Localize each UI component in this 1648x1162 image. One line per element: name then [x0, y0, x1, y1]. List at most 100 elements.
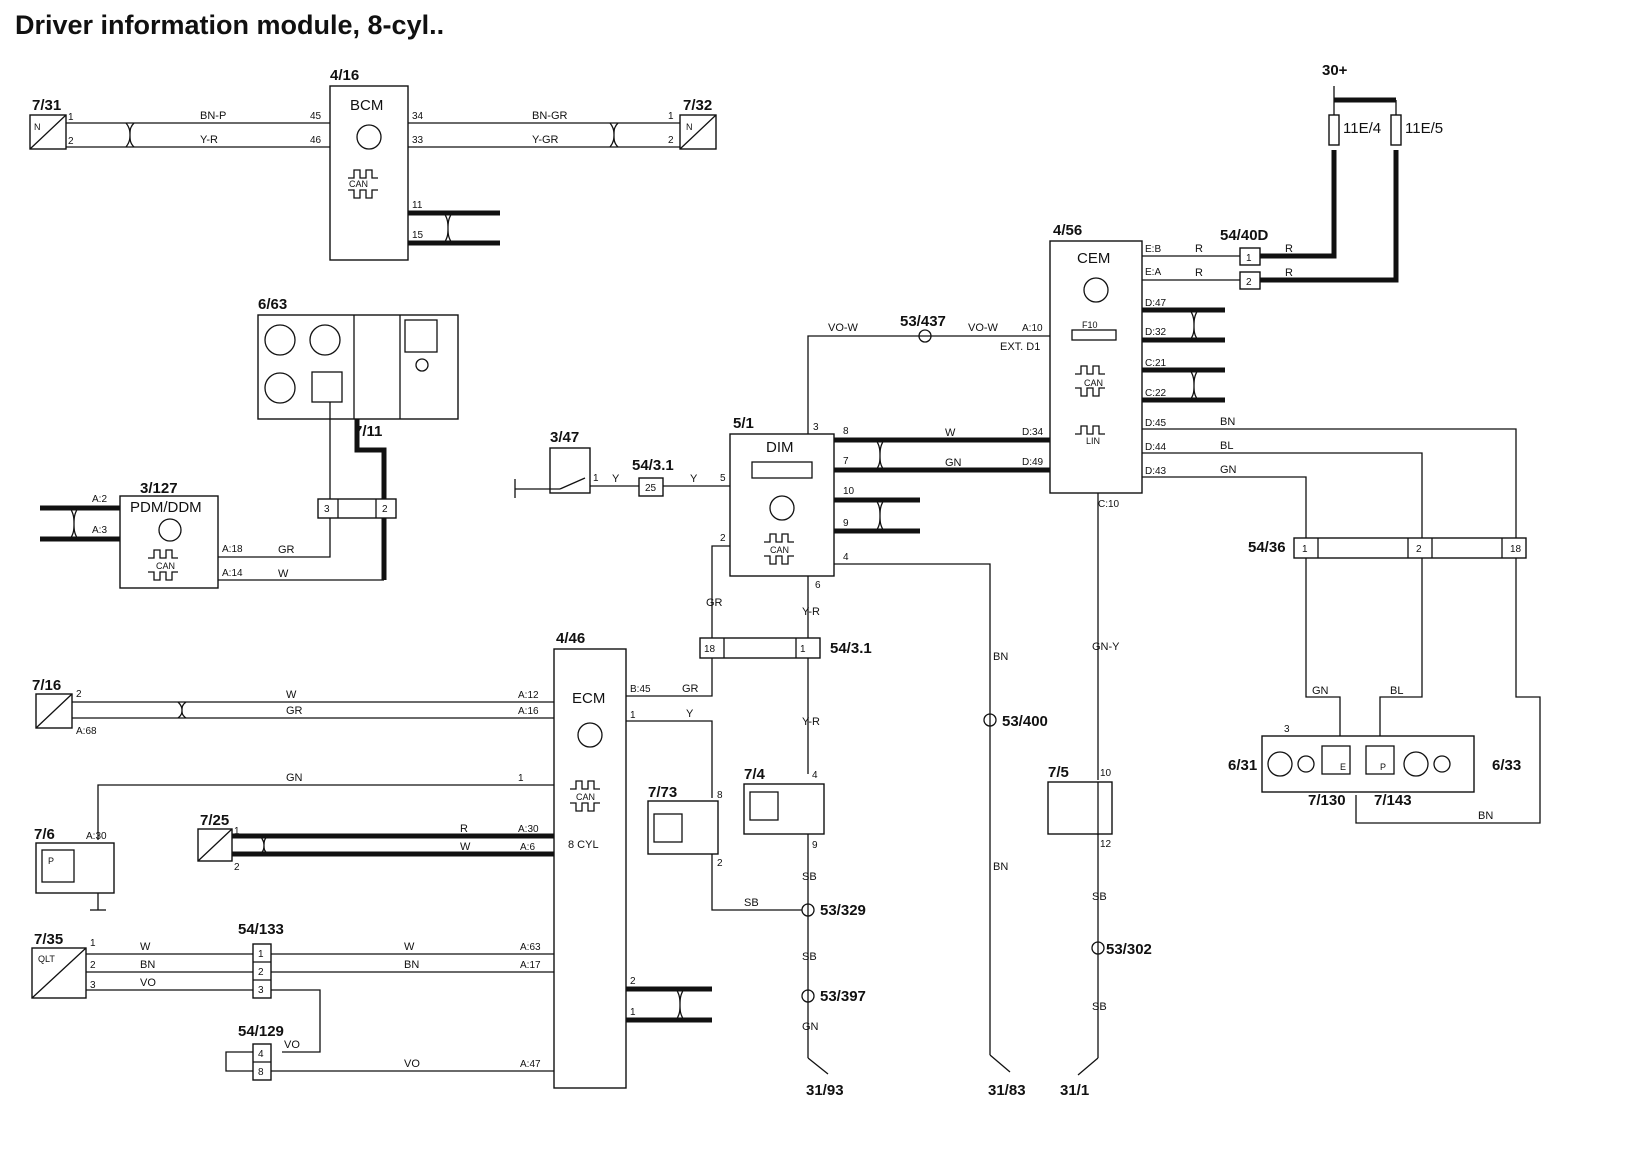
- pin: 3: [324, 504, 330, 515]
- splice-icon: [801, 989, 815, 1003]
- pin: 5: [720, 473, 726, 484]
- motor-icon: [1403, 751, 1429, 777]
- supply-label: 30+: [1322, 62, 1348, 79]
- pin: 12: [1100, 839, 1112, 850]
- label-5-1: 5/1: [733, 415, 754, 432]
- wire-label: R: [1285, 243, 1293, 255]
- twist-mark: [609, 122, 619, 148]
- pin: 6: [815, 580, 821, 591]
- wire-label: R: [460, 823, 468, 835]
- wire-label: SB: [1092, 891, 1107, 903]
- wire-label: GR: [286, 705, 303, 717]
- pin: 2: [720, 533, 726, 544]
- pin: A:12: [518, 690, 539, 701]
- twist-mark: [1189, 309, 1199, 341]
- gauge-icon: [264, 372, 296, 404]
- can-signal-icon: [570, 780, 600, 812]
- twist-mark: [675, 988, 685, 1021]
- pin: A:30: [86, 831, 107, 842]
- sym-7-31: N: [34, 122, 41, 132]
- label-11e-4: 11E/4: [1343, 120, 1381, 137]
- twist-mark: [259, 835, 269, 855]
- splice-icon: [801, 903, 815, 917]
- temp-sensor-icon: [311, 371, 343, 403]
- can-label: CAN: [1084, 378, 1103, 388]
- pin: D:44: [1145, 442, 1167, 453]
- wire-label: W: [404, 941, 415, 953]
- can-signal-icon: [764, 533, 794, 565]
- label-7-11: 7/11: [354, 423, 382, 440]
- connector-block: 4 8: [252, 1043, 272, 1081]
- fuse-icon: [1328, 114, 1340, 146]
- label-7-6: 7/6: [34, 826, 55, 843]
- splice-icon: [983, 713, 997, 727]
- wire-label: R: [1285, 267, 1293, 279]
- label-7-143: 7/143: [1374, 792, 1412, 809]
- sensor-7-73: 7/73: [647, 784, 719, 855]
- pin: 1: [1246, 253, 1252, 264]
- motor-icon: [1267, 751, 1293, 777]
- pin: 9: [843, 518, 849, 529]
- switch-7-4: 7/4: [743, 766, 825, 835]
- twist-mark: [125, 122, 135, 148]
- sym-7-35: QLT: [38, 954, 55, 964]
- wire-label: Y: [690, 473, 698, 485]
- label-54-3-1b: 54/3.1: [830, 640, 872, 657]
- can-signal-icon: [148, 549, 178, 581]
- pin: D:47: [1145, 298, 1167, 309]
- pin: 3: [1284, 724, 1290, 735]
- dim-module: 5/1 DIM CAN: [729, 415, 835, 577]
- fuse-icon: [1071, 329, 1117, 341]
- pin: D:49: [1022, 457, 1044, 468]
- wire-label: BN-GR: [532, 110, 568, 122]
- wire-label: VO: [140, 977, 156, 989]
- label-6-63: 6/63: [258, 296, 287, 313]
- pin: 3: [813, 422, 819, 433]
- can-signal-icon: [1075, 365, 1105, 397]
- ecm-name: ECM: [572, 690, 605, 707]
- pin: 15: [412, 230, 424, 241]
- bcm-module: 4/16 BCM CAN: [329, 67, 409, 261]
- instrument-cluster-6-63: 6/63: [257, 296, 459, 420]
- pressure-sensor-icon: [41, 849, 75, 883]
- ecm-sub: 8 CYL: [568, 839, 599, 851]
- sensor-7-32: 7/32 N: [679, 97, 717, 150]
- pin: E:B: [1145, 244, 1161, 255]
- pin: 2: [76, 689, 82, 700]
- wire-label: BL: [1220, 440, 1233, 452]
- can-label: CAN: [349, 179, 368, 189]
- sensor-7-16: 7/16: [32, 677, 73, 729]
- wire-label: BN-P: [200, 110, 226, 122]
- ecm-module: 4/46 ECM CAN 8 CYL: [553, 630, 627, 1089]
- wire-label: W: [945, 427, 956, 439]
- wire-label: SB: [802, 871, 817, 883]
- label-3-127: 3/127: [140, 480, 178, 497]
- lin-signal-icon: [1075, 425, 1105, 435]
- ext-label: EXT. D1: [1000, 341, 1040, 353]
- twist-mark: [69, 507, 79, 540]
- label-6-31: 6/31: [1228, 757, 1257, 774]
- ecu-icon: [356, 124, 382, 150]
- pin: 9: [812, 840, 818, 851]
- wire-label: SB: [802, 951, 817, 963]
- sensor-icon: [653, 813, 683, 843]
- twist-mark: [443, 212, 453, 244]
- label-54-40d: 54/40D: [1220, 227, 1269, 244]
- sensor-7-31: 7/31 N: [29, 97, 67, 150]
- pin: 10: [843, 486, 855, 497]
- gauge-icon: [309, 324, 341, 356]
- label-54-129: 54/129: [238, 1023, 284, 1040]
- pin: A:30: [518, 824, 539, 835]
- label-7-16: 7/16: [32, 677, 61, 694]
- pdm-ddm-module: 3/127 PDM/DDM CAN: [119, 480, 219, 589]
- pin: 2: [90, 960, 96, 971]
- wire-label: BL: [1390, 685, 1403, 697]
- label-4-56: 4/56: [1053, 222, 1082, 239]
- pin: 1: [630, 710, 636, 721]
- wire-label: BN: [1478, 810, 1493, 822]
- pin: A:18: [222, 544, 243, 555]
- wire-label: BN: [993, 651, 1008, 663]
- pin: 2: [717, 858, 723, 869]
- pin: 1: [518, 773, 524, 784]
- wire-label: VO: [284, 1039, 300, 1051]
